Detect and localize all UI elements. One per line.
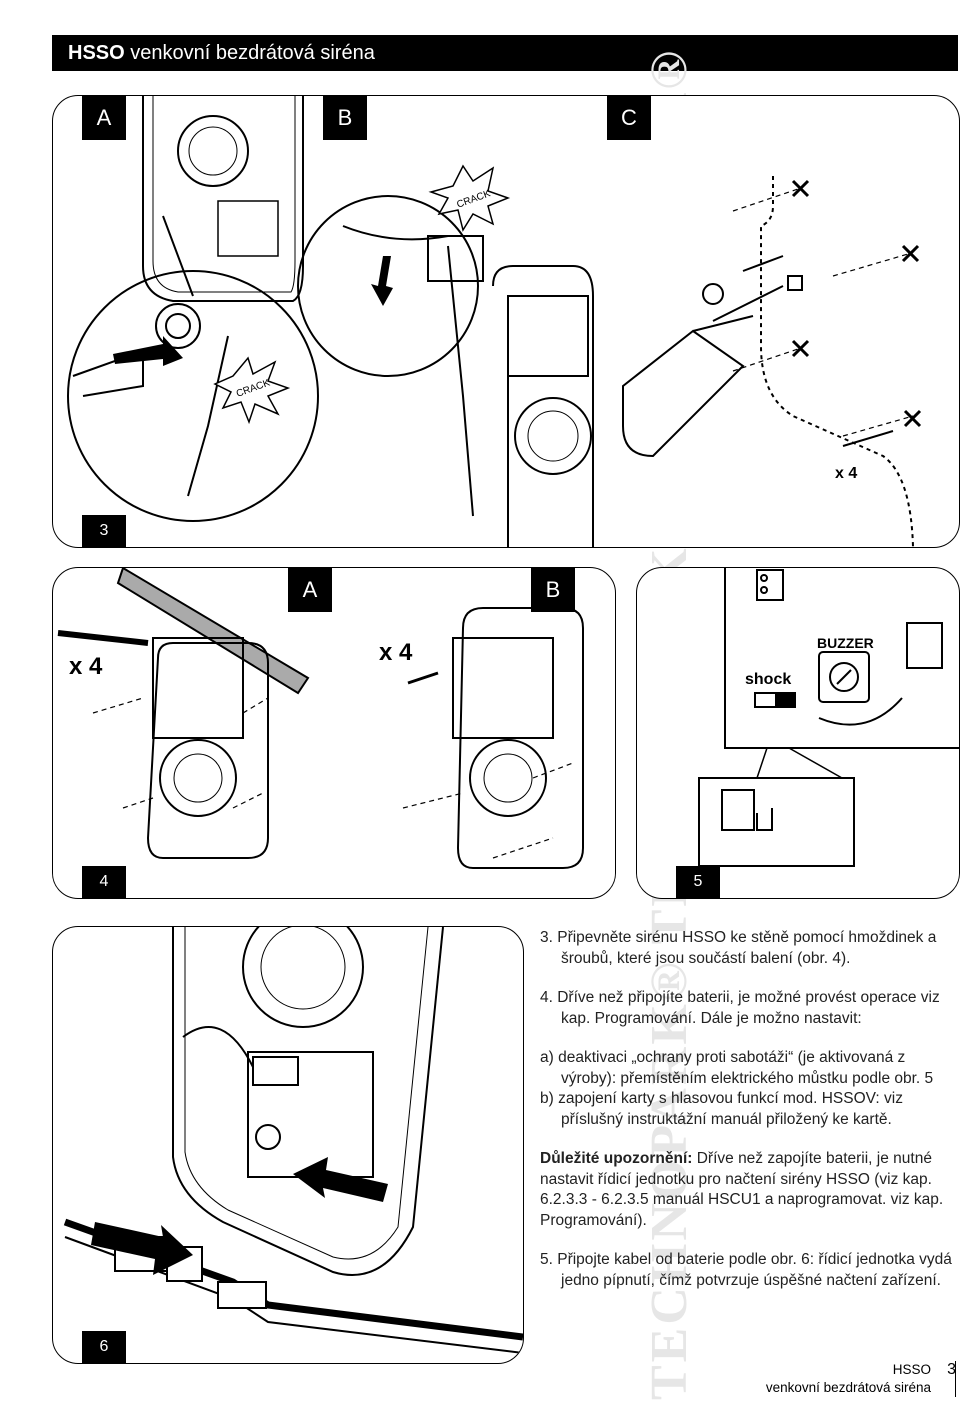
figure-4-number: 4 xyxy=(82,866,126,898)
header-product: HSSO xyxy=(68,42,125,64)
step-4b-text: b) zapojení karty s hlasovou funkcí mod.… xyxy=(540,1090,903,1128)
warning-title: Důležité upozornění: xyxy=(540,1150,693,1167)
instruction-text: 3. Připevněte sirénu HSSO ke stěně pomoc… xyxy=(540,928,960,1310)
fig3-sub-b: B xyxy=(323,96,367,140)
step-5-text: 5. Připojte kabel od baterie podle obr. … xyxy=(540,1251,952,1289)
footer-subtitle: venkovní bezdrátová siréna xyxy=(765,1380,931,1395)
header-title: venkovní bezdrátová siréna xyxy=(124,42,375,64)
footer-label: HSSO venkovní bezdrátová siréna xyxy=(766,1361,956,1397)
figure-6-illustration xyxy=(63,927,523,1354)
count-label-fig4-a: x 4 xyxy=(69,653,103,680)
figure-4-panel: x 4 x 4 A B 4 xyxy=(52,567,616,899)
shock-label: shock xyxy=(745,671,791,688)
fig3-sub-c: C xyxy=(607,96,651,140)
page-number: 3 xyxy=(947,1361,956,1378)
warning-text: Důležité upozornění: Dříve než zapojíte … xyxy=(540,1149,960,1231)
count-label-fig3: x 4 xyxy=(835,465,857,482)
fig4-sub-a: A xyxy=(288,568,332,612)
warning-body: Dříve než zapojíte baterii, je nutné nas… xyxy=(540,1150,944,1229)
count-label-fig4-b: x 4 xyxy=(379,639,413,666)
figure-5-illustration: shock BUZZER xyxy=(698,568,959,867)
figure-3-panel: CRACK CRACK x 4 A B C 3 xyxy=(52,95,960,548)
page-header: HSSO venkovní bezdrátová siréna xyxy=(52,35,958,71)
buzzer-label: BUZZER xyxy=(817,635,874,651)
step-4a-text: a) deaktivaci „ochrany proti sabotáži“ (… xyxy=(540,1049,934,1087)
page-footer: HSSO venkovní bezdrátová siréna 3 xyxy=(766,1361,956,1397)
fig4-sub-b: B xyxy=(531,568,575,612)
figure-6-number: 6 xyxy=(82,1331,126,1363)
step-4-text: 4. Dříve než připojíte baterii, je možné… xyxy=(540,989,940,1027)
figure-6-panel: 6 xyxy=(52,926,524,1364)
footer-product: HSSO xyxy=(892,1362,931,1377)
figure-5-number: 5 xyxy=(676,866,720,898)
figure-5-panel: shock BUZZER 5 xyxy=(636,567,960,899)
figure-4-illustration: x 4 x 4 xyxy=(57,568,584,869)
step-3-text: 3. Připevněte sirénu HSSO ke stěně pomoc… xyxy=(540,929,937,967)
figure-3-number: 3 xyxy=(82,515,126,547)
figure-3-illustration: CRACK CRACK x 4 xyxy=(67,96,922,547)
fig3-sub-a: A xyxy=(82,96,126,140)
